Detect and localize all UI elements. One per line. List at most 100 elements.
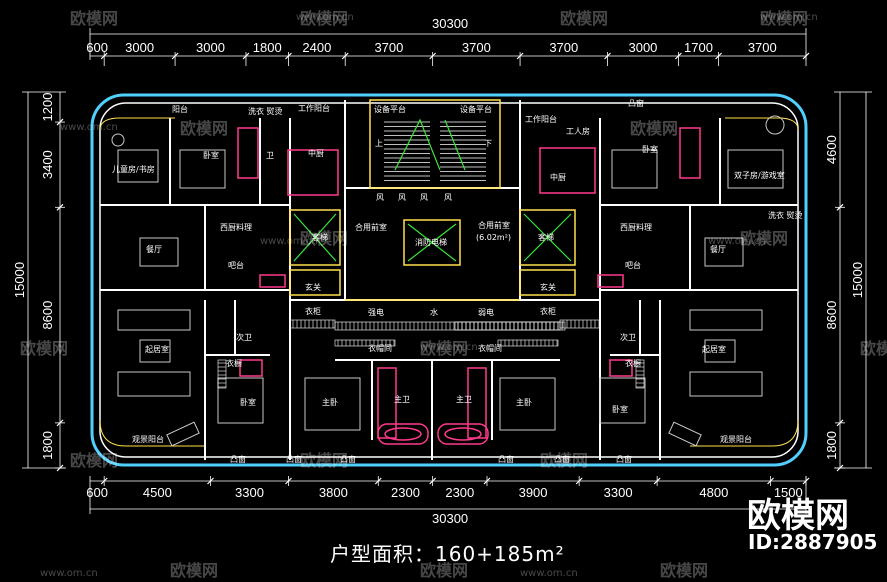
left-total-dimension: 15000 <box>12 262 27 298</box>
bottom-dim-5: 2300 <box>445 485 474 500</box>
right-tick-slash-1 <box>836 419 844 427</box>
label-bay-window-7: 凸窗 <box>628 98 644 108</box>
label-weak-power: 弱电 <box>478 307 494 317</box>
watermark-13: 欧模网 <box>540 451 588 470</box>
left-dim-3: 1800 <box>40 431 55 460</box>
label-living-right: 起居室 <box>702 344 726 354</box>
elevator-shafts <box>293 213 572 262</box>
label-dining-right: 餐厅 <box>710 245 726 254</box>
top-tick-slash-3 <box>285 52 292 60</box>
watermark-url-3: www.om.cn <box>260 236 318 247</box>
bathtubs <box>377 423 489 445</box>
stairwell <box>384 121 486 181</box>
right-tick-slash-2 <box>836 464 844 472</box>
watermark-9: 欧模网 <box>420 339 468 358</box>
left-dim-2: 8600 <box>40 301 55 330</box>
bottom-dim-6: 3900 <box>519 485 548 500</box>
top-tick-slash-6 <box>516 52 524 60</box>
label-bay-window-2: 凸窗 <box>286 454 302 464</box>
left-dim-1: 3400 <box>40 150 55 179</box>
left-tick-slash-0 <box>56 118 64 126</box>
top-tick-slash-9 <box>715 52 722 60</box>
label-foyer-left: 玄关 <box>305 282 321 292</box>
label-bay-window-5: 凸窗 <box>554 454 570 464</box>
bottom-tick-slash-6 <box>575 477 583 485</box>
stair-arrows <box>394 118 466 171</box>
watermark-5: 欧模网 <box>630 119 678 138</box>
top-tick-slash-5 <box>429 52 437 60</box>
label-bedroom-br: 卧室 <box>612 404 628 414</box>
building-outline <box>90 93 808 467</box>
label-bar-left: 吧台 <box>228 260 244 270</box>
label-fire-elevator: 消防电梯 <box>415 237 447 247</box>
watermark-url-0: www.om.cn <box>296 12 354 23</box>
label-cloakroom-left: 衣帽间 <box>368 343 392 353</box>
wardrobe-strip-7 <box>497 339 559 347</box>
dimension-ticks <box>55 52 845 486</box>
label-wind-3: 风 <box>420 193 428 202</box>
label-kitchen-left: 中厨 <box>308 148 324 158</box>
bottom-dim-4: 2300 <box>391 485 420 500</box>
bottom-dim-7: 3300 <box>604 485 633 500</box>
watermark-12: 欧模网 <box>300 451 348 470</box>
left-tick-slash-3 <box>56 464 64 472</box>
top-tick-slash-4 <box>341 52 349 60</box>
label-western-kitchen-left: 西厨料理 <box>220 222 252 232</box>
watermark-url-6: www.om.cn <box>40 568 98 579</box>
brand-logo-text: 欧模网 <box>747 496 849 536</box>
bottom-dim-0: 600 <box>86 485 108 500</box>
watermark-10: 欧模网 <box>860 339 887 358</box>
top-dim-6: 3700 <box>462 40 491 55</box>
label-shared-lobby-area: (6.02m²) <box>476 233 511 242</box>
top-dim-5: 3700 <box>374 40 403 55</box>
label-master-bedroom-left: 主卧 <box>322 397 338 407</box>
left-tick-slash-1 <box>56 203 64 211</box>
top-dim-1: 3000 <box>125 40 154 55</box>
label-wash-iron-left: 洗衣 熨烫 <box>248 106 283 116</box>
top-tick-slash-8 <box>674 52 682 60</box>
label-stair-platform-right: 设备平台 <box>460 104 492 114</box>
core-structure <box>289 99 576 301</box>
dimension-lines <box>22 28 872 514</box>
label-second-bath-left: 次卫 <box>236 332 252 342</box>
top-dim-4: 2400 <box>302 40 331 55</box>
label-kitchen-right: 中厨 <box>550 172 566 182</box>
watermark-1: 欧模网 <box>300 9 348 28</box>
label-bedroom-tl: 卧室 <box>203 150 219 160</box>
right-dim-0: 4600 <box>824 135 839 164</box>
label-bay-window-3: 凸窗 <box>340 454 356 464</box>
label-work-balcony-right: 工作阳台 <box>525 114 557 124</box>
label-elevator-left: 客梯 <box>312 232 328 242</box>
bottom-tick-slash-9 <box>802 477 810 485</box>
bottom-dim-3: 3800 <box>319 485 348 500</box>
label-wind-2: 风 <box>398 193 406 202</box>
wardrobe-strip-5 <box>635 359 645 389</box>
label-bedroom-bl: 卧室 <box>240 397 256 407</box>
right-tick-slash-0 <box>836 203 844 211</box>
bottom-tick-slash-4 <box>429 477 437 485</box>
label-bath-tl: 卫 <box>266 151 274 160</box>
brand-id: ID:2887905 <box>748 530 878 554</box>
label-viewing-balcony-left: 观景阳台 <box>132 434 164 444</box>
top-tick-slash-0 <box>100 52 108 60</box>
label-bar-right: 吧台 <box>625 260 641 270</box>
unit-area-caption: 户型面积：160+185m² <box>330 542 565 566</box>
watermark-url-5: www.om.cn <box>420 342 478 353</box>
label-master-bath-left: 主卫 <box>394 394 410 404</box>
label-bay-window-6: 凸窗 <box>616 454 632 464</box>
label-western-kitchen-right: 西厨料理 <box>620 222 652 232</box>
label-shared-lobby-right: 合用前室 <box>478 220 510 230</box>
label-second-bath-right: 次卫 <box>620 332 636 342</box>
label-wardrobe-right: 衣柜 <box>540 306 556 316</box>
room-labels: 阳台 洗衣 熨烫 工作阳台 儿童房/书房 卧室 卫 中厨 西厨料理 吧台 餐厅 … <box>112 98 803 464</box>
top-tick-slash-10 <box>802 52 810 60</box>
watermark-4: 欧模网 <box>180 119 228 138</box>
label-dining-left: 餐厅 <box>146 245 162 254</box>
label-closet-left: 衣橱 <box>226 358 242 368</box>
label-water: 水 <box>430 307 438 317</box>
top-dim-2: 3000 <box>196 40 225 55</box>
label-cloakroom-right: 衣帽间 <box>478 343 502 353</box>
label-wash-iron-right: 洗衣 熨烫 <box>768 210 803 220</box>
wardrobe-strip-2 <box>289 319 336 329</box>
